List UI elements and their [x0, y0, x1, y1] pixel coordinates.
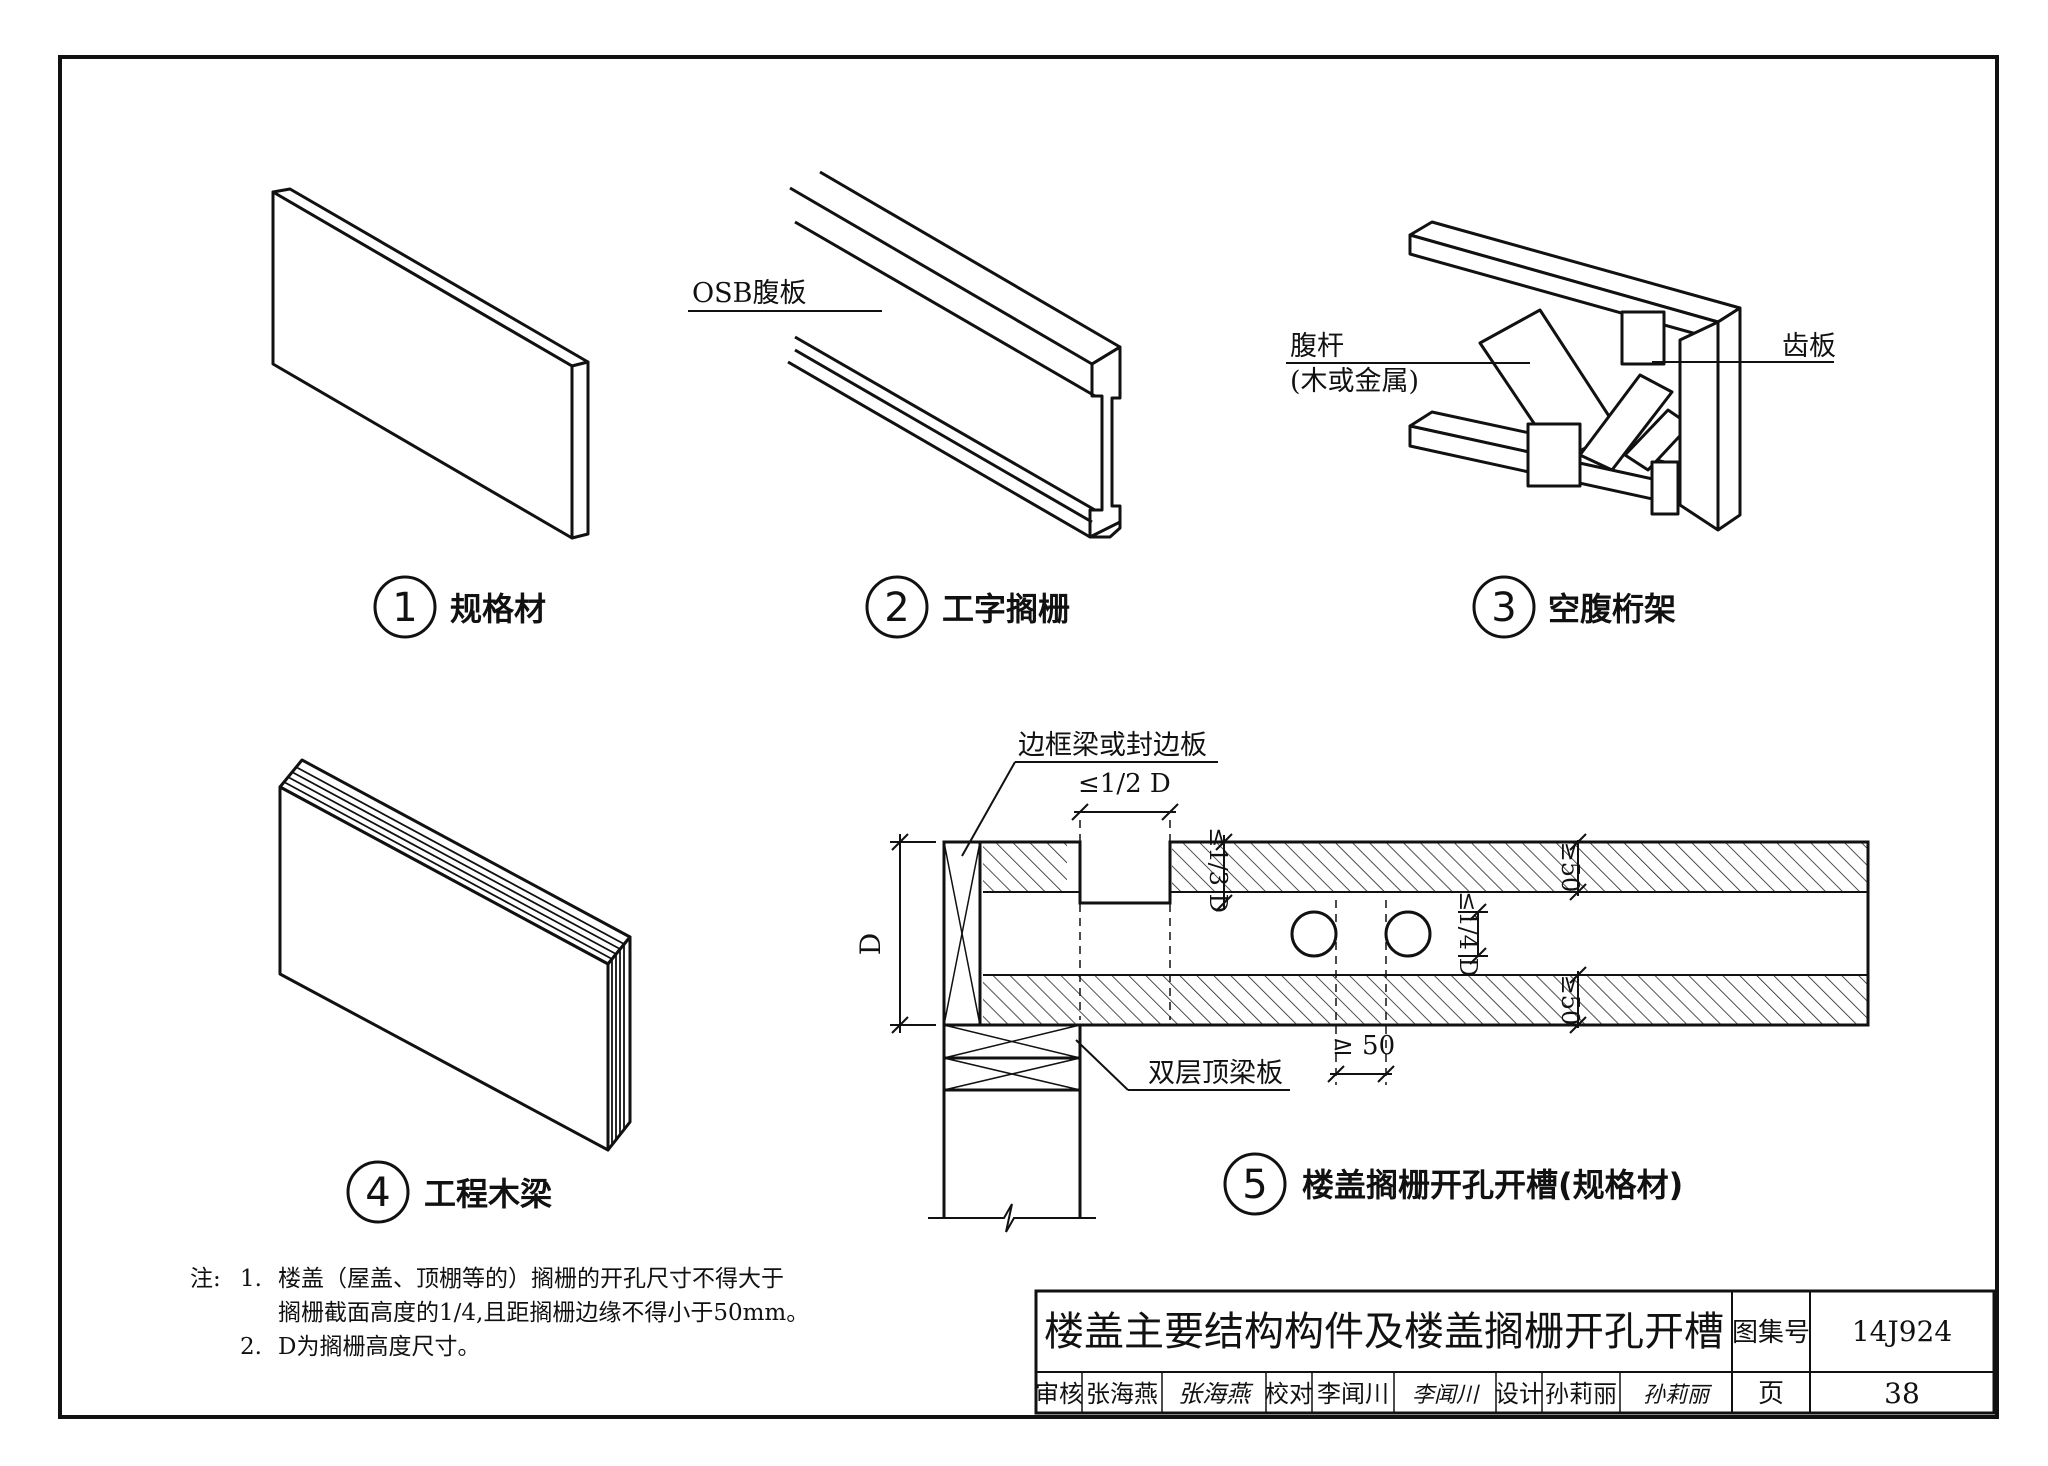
web-member-material: (木或金属) [1290, 366, 1419, 397]
figure-5-caption: 5 楼盖搁栅开孔开槽(规格材) [1223, 1152, 1683, 1216]
figure-2-caption: 2 工字搁栅 [865, 575, 1070, 639]
double-top-plate [942, 1023, 1082, 1092]
edge-bottom-label: ≥50 [1556, 975, 1584, 1026]
designer-signature: 孙莉丽 [1643, 1383, 1713, 1408]
figure-5-joist-section [928, 820, 1870, 1233]
note-2-number: 2. [240, 1334, 262, 1360]
figure-3-caption-text: 空腹桁架 [1548, 590, 1676, 628]
notch-depth-label: ≤1/3 D [1204, 827, 1232, 913]
gusset-plate-callout: 齿板 [1652, 331, 1836, 363]
figure-2-number: 2 [884, 585, 909, 631]
hole-spacing-label: ≥ 50 [1332, 1031, 1395, 1061]
joist-hole-1 [1290, 910, 1338, 958]
notch-width-label: ≤1/2 D [1078, 769, 1171, 799]
depth-label: D [854, 933, 887, 955]
atlas-no: 14J924 [1852, 1315, 1952, 1348]
figure-1-dimension-lumber [271, 187, 590, 540]
rim-board-label: 边框梁或封边板 [1018, 730, 1207, 761]
design-label: 设计 [1495, 1380, 1543, 1408]
title-block [1034, 1289, 1996, 1415]
figure-5-number-circle [1223, 1152, 1287, 1216]
figure-2-number-circle [865, 575, 929, 639]
top-plate-label: 双层顶梁板 [1148, 1058, 1283, 1089]
web-member-label: 腹杆 [1290, 331, 1344, 362]
reviewer-name: 张海燕 [1086, 1380, 1158, 1408]
reviewer-signature: 张海燕 [1178, 1380, 1254, 1408]
note-1-number: 1. [240, 1266, 262, 1292]
drawing-title: 楼盖主要结构构件及楼盖搁栅开孔开槽 [1044, 1309, 1724, 1355]
figure-3-number: 3 [1491, 585, 1516, 631]
note-2-line-1: D为搁栅高度尺寸。 [278, 1334, 480, 1360]
page-no: 38 [1884, 1377, 1920, 1410]
notes-prefix: 注: [190, 1266, 221, 1292]
figure-4-number: 4 [365, 1170, 390, 1216]
designer-name: 孙莉丽 [1545, 1380, 1617, 1408]
edge-distance-dimensions [1569, 833, 1587, 1034]
figure-2-i-joist [787, 170, 1122, 539]
joist-top-edge-zone-right [1172, 842, 1868, 892]
edge-top-label: ≥50 [1556, 842, 1584, 893]
joist-hole-2 [1384, 910, 1432, 958]
depth-dimension [890, 833, 936, 1034]
note-1-line-1: 楼盖（屋盖、顶棚等的）搁栅的开孔尺寸不得大于 [278, 1266, 784, 1292]
joist-bottom-edge-zone [983, 975, 1868, 1025]
figure-1-caption-text: 规格材 [450, 590, 546, 628]
figure-3-number-circle [1472, 575, 1536, 639]
hole-spacing-dimension [1327, 1065, 1395, 1083]
notes: 注: 1. 楼盖（屋盖、顶棚等的）搁栅的开孔尺寸不得大于 搁栅截面高度的1/4,… [190, 1266, 809, 1360]
figure-5-caption-text: 楼盖搁栅开孔开槽(规格材) [1302, 1166, 1683, 1204]
osb-web-callout: OSB腹板 [688, 278, 882, 312]
joist-top-edge-zone [983, 842, 1067, 892]
sheet-border [58, 55, 1999, 1419]
figure-4-number-circle [346, 1160, 410, 1224]
check-label: 校对 [1265, 1380, 1313, 1408]
figure-1-number-circle [373, 575, 437, 639]
note-1-line-2: 搁栅截面高度的1/4,且距搁栅边缘不得小于50mm。 [278, 1300, 809, 1326]
page-label: 页 [1758, 1379, 1784, 1409]
gusset-plate-label: 齿板 [1782, 331, 1836, 362]
top-plate-callout [1075, 1039, 1290, 1091]
notch-width-dimension [1071, 803, 1179, 821]
checker-signature: 李闻川 [1412, 1383, 1480, 1408]
figure-5-number: 5 [1242, 1162, 1267, 1208]
figure-4-caption: 4 工程木梁 [346, 1160, 552, 1224]
web-member-callout: 腹杆 (木或金属) [1286, 331, 1530, 397]
figure-4-caption-text: 工程木梁 [424, 1175, 552, 1213]
figure-2-caption-text: 工字搁栅 [942, 590, 1070, 628]
hole-diameter-dimension [1458, 903, 1488, 965]
figure-1-caption: 1 规格材 [373, 575, 546, 639]
checker-name: 李闻川 [1317, 1380, 1389, 1408]
figure-4-engineered-beam [278, 758, 632, 1152]
figure-3-open-web-truss [1408, 220, 1742, 532]
atlas-no-label: 图集号 [1732, 1318, 1810, 1348]
hole-diameter-label: ≤1/4 D [1454, 891, 1482, 977]
osb-web-label: OSB腹板 [692, 278, 806, 309]
figure-1-number: 1 [392, 585, 417, 631]
notch-depth-dimension [1215, 833, 1233, 912]
review-label: 审核 [1035, 1380, 1083, 1408]
figure-3-caption: 3 空腹桁架 [1472, 575, 1676, 639]
rim-board-callout [961, 761, 1218, 857]
